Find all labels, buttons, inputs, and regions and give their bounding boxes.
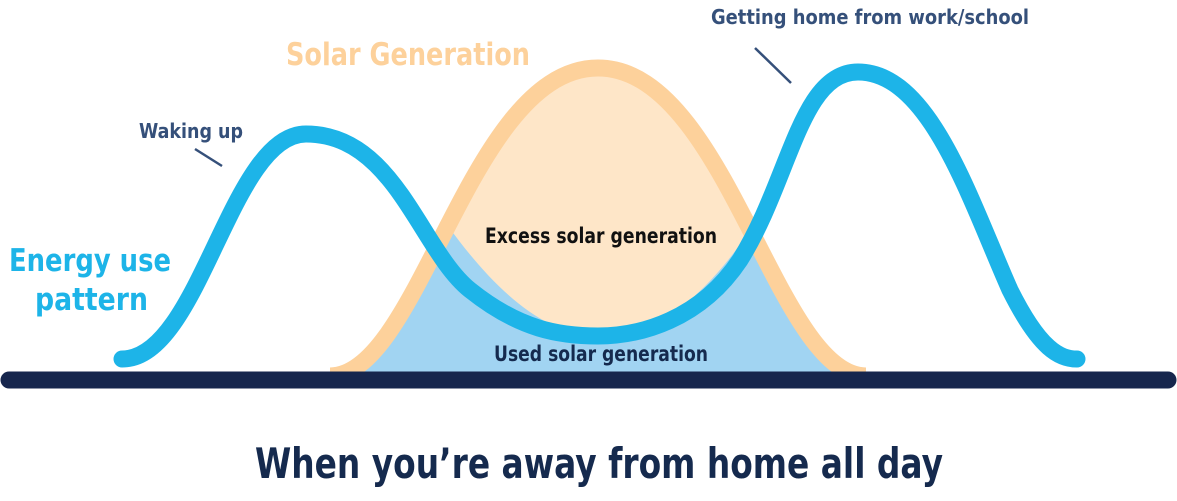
used-solar-area [330,140,866,376]
solar-generation-curve [329,59,867,385]
getting-home-pointer [754,47,792,84]
diagram-caption: When you’re away from home all day [255,439,943,488]
energy-use-title-line1: Energy use [9,243,171,279]
energy-use-title-line2: pattern [35,282,148,318]
waking-up-label: Waking up [139,119,243,143]
waking-up-pointer [194,147,223,168]
solar-generation-title: Solar Generation [286,37,530,73]
getting-home-label: Getting home from work/school [711,5,1029,29]
used-solar-label: Used solar generation [494,342,708,366]
excess-solar-label: Excess solar generation [485,224,717,248]
energy-use-curve [113,63,1086,368]
